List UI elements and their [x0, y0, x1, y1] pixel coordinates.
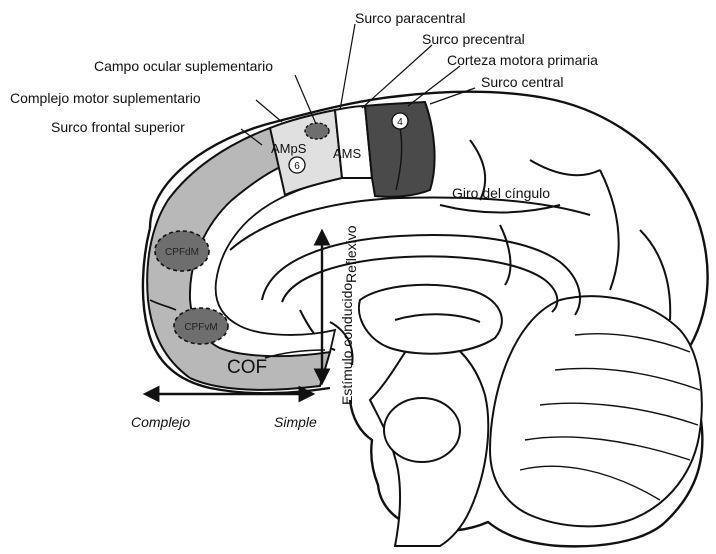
estimulo-conducido-label: Estímulo conducido — [339, 283, 355, 405]
campo-ocular-label: Campo ocular suplementario — [94, 58, 273, 74]
cerebellum-outline — [490, 296, 702, 526]
reflexivo-label: Reflexivo — [343, 225, 359, 283]
area-4-label: 4 — [397, 117, 403, 128]
cingulate-gyrus-line — [230, 198, 590, 250]
cpfvm-label: CPFvM — [184, 322, 217, 333]
thalamus — [359, 285, 502, 354]
pointer-surco-precentral — [362, 45, 432, 108]
giro-cingulo-label: Giro del cíngulo — [452, 185, 550, 201]
cpfdm-label: CPFdM — [165, 247, 199, 258]
campo-ocular-oval — [305, 123, 329, 139]
complejo-label: Complejo — [131, 414, 190, 430]
ams-label: AMS — [333, 146, 362, 161]
pointer-corteza-motora — [408, 66, 460, 106]
cof-label: COF — [227, 357, 267, 378]
surco-central-label: Surco central — [481, 74, 563, 90]
surco-frontal-label: Surco frontal superior — [51, 119, 185, 135]
pointer-surco-central — [430, 88, 475, 104]
amps-label: AMpS — [271, 141, 307, 156]
pointer-complejo-motor — [256, 100, 282, 122]
simple-label: Simple — [274, 414, 317, 430]
corteza-motora-label: Corteza motora primaria — [447, 52, 598, 68]
area-6-label: 6 — [294, 161, 300, 172]
pointer-surco-paracentral — [340, 24, 355, 110]
pons — [384, 398, 460, 462]
surco-paracentral-label: Surco paracentral — [355, 10, 466, 26]
brainstem — [370, 330, 488, 546]
surco-precentral-label: Surco precentral — [422, 31, 525, 47]
complejo-motor-label: Complejo motor suplementario — [10, 90, 201, 106]
cerebellum — [490, 296, 702, 526]
